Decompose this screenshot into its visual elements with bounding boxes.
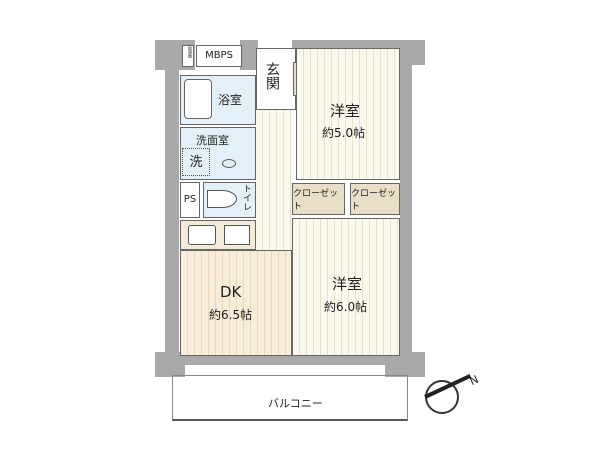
dk-name: DK <box>220 283 242 301</box>
closet-1: クローゼット <box>292 183 345 215</box>
stove-icon <box>224 225 250 245</box>
wall-top-mid <box>240 40 258 70</box>
closet-2: クローゼット <box>350 183 400 215</box>
western-room-1 <box>296 48 400 180</box>
dk-room <box>180 250 292 356</box>
bath-label: 浴室 <box>218 93 243 107</box>
entrance-label: 玄関 <box>264 62 280 90</box>
mbps: MBPS <box>196 45 242 67</box>
wall-bottom <box>179 355 400 365</box>
balcony <box>172 375 408 421</box>
wall-right <box>400 40 412 370</box>
compass-north-label: N <box>467 372 481 389</box>
western-room-2-size: 約6.0帖 <box>324 300 368 314</box>
western-room-1-name: 洋室 <box>330 102 361 120</box>
western-room-1-size: 約5.0帖 <box>322 126 366 140</box>
sink-icon <box>222 159 236 168</box>
ps: PS <box>180 182 200 218</box>
water-heater: 給湯器 <box>182 45 194 67</box>
western-room-2 <box>292 218 400 356</box>
entrance <box>256 48 296 110</box>
washer-space: 洗 <box>182 148 210 176</box>
corridor <box>256 110 292 250</box>
balcony-label: バルコニー <box>268 397 323 410</box>
washroom <box>180 127 256 180</box>
bathtub-icon <box>184 79 212 119</box>
wall-top-right <box>395 40 425 65</box>
western-room-2-name: 洋室 <box>332 275 363 293</box>
kitchen-sink-icon <box>188 225 216 245</box>
wall-top-mid2 <box>292 40 400 48</box>
washroom-label: 洗面室 <box>196 134 229 147</box>
toilet-label: トイレ <box>241 184 251 211</box>
dk-size: 約6.5帖 <box>209 308 253 322</box>
wall-left <box>165 40 179 370</box>
toilet-icon <box>207 190 237 208</box>
